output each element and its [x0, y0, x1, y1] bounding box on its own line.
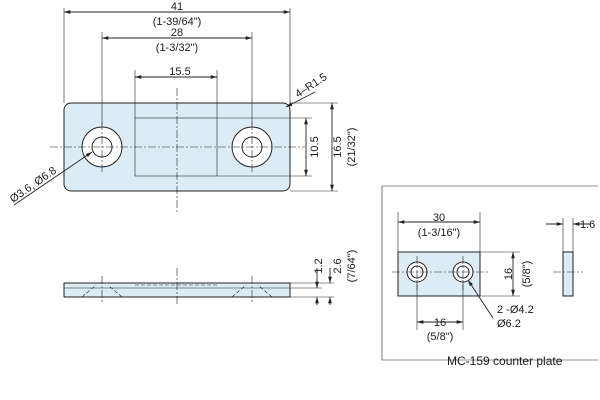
counter-side-body: [562, 251, 574, 297]
dim-plate-height: 16.5 (21/32"): [290, 102, 358, 192]
counter-plate-caption: MC-159 counter plate: [447, 354, 563, 368]
dim-16-5-label: 16.5: [332, 136, 344, 157]
counter-plate-side-view: [553, 251, 583, 297]
dim-30-inch-label: (1-3/16"): [418, 227, 460, 239]
dim-41-inch-label: (1-39/64"): [153, 16, 202, 28]
counter-hole-spec-label: 2 -Ø4.2: [497, 304, 534, 316]
dim-hole-pitch: 28 (1-3/32"): [101, 27, 253, 125]
dim-1-6-label: 1.6: [580, 219, 595, 231]
dim-counter-height: 16 (5/8"): [480, 251, 533, 297]
counter-plate-top-view: [392, 251, 488, 297]
dim-30-label: 30: [433, 212, 445, 224]
dim-15-5-label: 15.5: [169, 66, 190, 78]
dim-28-inch-label: (1-3/32"): [156, 42, 198, 54]
dim-1-2-label: 1.2: [313, 258, 325, 273]
dim-counter-16-inch-label: (5/8"): [521, 261, 533, 288]
main-plate-side-view: [63, 268, 291, 305]
dim-side-thickness: 1.2 2.6 (7/64"): [290, 250, 358, 305]
dim-counter-hole-pitch: 16 (5/8"): [416, 282, 464, 343]
dim-counter-pitch-label: 16: [434, 317, 446, 329]
dim-counter-hole-spec: 2 -Ø4.2 Ø6.2: [467, 279, 534, 330]
main-plate-top-view: [50, 88, 305, 212]
dim-counter-width: 30 (1-3/16"): [397, 212, 481, 252]
dim-2-6-inch-label: (7/64"): [346, 250, 358, 283]
dim-2-6-label: 2.6: [332, 258, 344, 273]
dim-slot-height: 10.5: [217, 117, 321, 177]
dim-hole-diameter-label: Ø3.6, Ø6.8: [8, 165, 59, 206]
dim-r1-5-label: 4–R1.5: [293, 71, 329, 100]
dim-counter-pitch-inch-label: (5/8"): [427, 331, 454, 343]
dim-16-5-inch-label: (21/32"): [346, 128, 358, 167]
counter-plate-frame: [381, 185, 598, 361]
dim-corner-radius: 4–R1.5: [285, 71, 329, 108]
counter-hole-spec2-label: Ø6.2: [497, 318, 521, 330]
dim-41-label: 41: [171, 1, 183, 13]
dim-counter-16-label: 16: [503, 268, 515, 280]
dim-counter-thickness: 1.6: [546, 218, 595, 252]
dim-overall-width: 41 (1-39/64"): [63, 1, 291, 103]
dim-10-5-label: 10.5: [309, 136, 321, 157]
dim-28-label: 28: [171, 27, 183, 39]
dim-slot-width: 15.5: [134, 66, 218, 118]
